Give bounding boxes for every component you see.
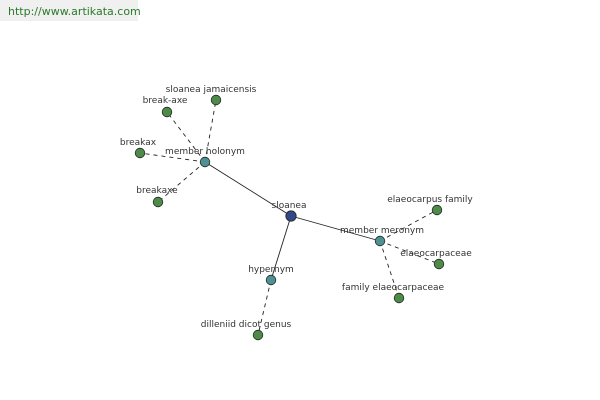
url-bar: http://www.artikata.com xyxy=(0,0,141,21)
leaf-label-breakaxe: breakaxe xyxy=(136,186,178,196)
edge-sloanea-hypernym xyxy=(270,215,292,281)
edge-member-holonym-break-axe xyxy=(166,111,206,163)
relation-node-hypernym[interactable] xyxy=(265,274,277,286)
leaf-label-dilleniid-dicot-genus: dilleniid dicot genus xyxy=(201,320,292,330)
edge-sloanea-member-meronym xyxy=(290,215,381,242)
leaf-node-breakax[interactable] xyxy=(134,147,146,159)
leaf-node-break-axe[interactable] xyxy=(161,106,173,118)
leaf-node-breakaxe[interactable] xyxy=(152,196,164,208)
edges xyxy=(139,99,440,336)
root-label-sloanea: sloanea xyxy=(272,201,307,211)
edge-hypernym-dilleniid-dicot-genus xyxy=(257,279,272,336)
leaf-label-breakax: breakax xyxy=(120,138,157,148)
relation-label-member-holonym: member holonym xyxy=(165,147,245,157)
leaf-node-elaeocarpaceae[interactable] xyxy=(433,258,445,270)
leaf-node-sloanea-jamaicensis[interactable] xyxy=(210,94,222,106)
leaf-node-elaeocarpus-family[interactable] xyxy=(431,204,443,216)
leaf-label-break-axe: break-axe xyxy=(143,96,188,106)
leaf-label-sloanea-jamaicensis: sloanea jamaicensis xyxy=(166,85,257,95)
edge-sloanea-member-holonym xyxy=(204,161,292,217)
leaf-node-family-elaeocarpaceae[interactable] xyxy=(393,292,405,304)
leaf-node-dilleniid-dicot-genus[interactable] xyxy=(252,329,264,341)
nodes xyxy=(134,94,445,341)
root-node-sloanea[interactable] xyxy=(285,210,297,222)
relation-label-member-meronym: member meronym xyxy=(340,226,424,236)
edge-member-meronym-elaeocarpaceae xyxy=(379,240,440,265)
leaf-label-family-elaeocarpaceae: family elaeocarpaceae xyxy=(342,283,445,293)
edge-member-holonym-breakax xyxy=(139,152,206,163)
relation-label-hypernym: hypernym xyxy=(248,265,294,275)
site-url-link[interactable]: http://www.artikata.com xyxy=(8,5,141,18)
edge-member-meronym-elaeocarpus-family xyxy=(379,209,438,242)
edge-member-holonym-sloanea-jamaicensis xyxy=(204,99,217,163)
edge-member-meronym-family-elaeocarpaceae xyxy=(379,240,400,299)
relation-node-member-meronym[interactable] xyxy=(374,235,386,247)
leaf-label-elaeocarpus-family: elaeocarpus family xyxy=(387,195,473,205)
relation-node-member-holonym[interactable] xyxy=(199,156,211,168)
leaf-label-elaeocarpaceae: elaeocarpaceae xyxy=(400,249,472,259)
edge-member-holonym-breakaxe xyxy=(157,161,206,203)
